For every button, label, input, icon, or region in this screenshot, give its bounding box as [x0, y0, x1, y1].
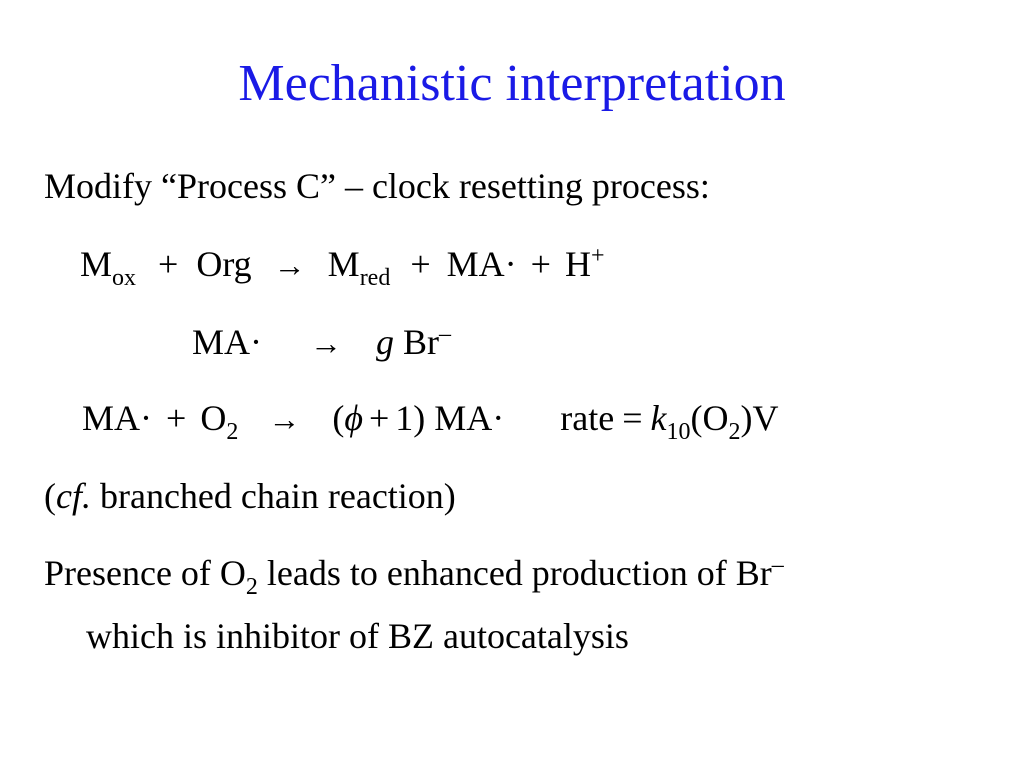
- rate-constant-k: k: [650, 398, 667, 438]
- plus-sign: +: [530, 244, 551, 284]
- reaction-2-coefficient-g: g: [376, 322, 394, 362]
- rate-constant-sub-10: 10: [666, 419, 691, 445]
- reaction-2-reactant-ma: MA·: [192, 322, 262, 362]
- conclusion-sup-minus: –: [771, 552, 784, 578]
- conclusion-part-1: Presence of O: [44, 553, 246, 593]
- reaction-arrow-icon: →: [268, 401, 301, 437]
- conclusion-line-1: Presence of O2 leads to enhanced product…: [44, 552, 784, 599]
- plus-sign: +: [166, 398, 187, 438]
- note-text: (cf. branched chain reaction): [44, 478, 456, 514]
- reaction-3-phi: ϕ: [344, 398, 363, 438]
- reaction-1-product-m: M: [327, 244, 360, 284]
- note-open-paren: (: [44, 476, 56, 516]
- plus-sign: +: [158, 244, 179, 284]
- note-rest: branched chain reaction): [90, 476, 456, 516]
- reaction-1-sup-plus: +: [590, 243, 605, 269]
- reaction-1: Mox+Org→Mred+MA·+H+: [80, 243, 605, 290]
- rate-label: rate: [560, 398, 615, 438]
- reaction-2-product-br: Br: [403, 322, 439, 362]
- reaction-1-product-ma: MA·: [446, 244, 517, 284]
- reaction-1-product-h: H: [564, 244, 591, 284]
- reaction-1-sub-red: red: [359, 265, 391, 291]
- plus-sign: +: [368, 398, 390, 438]
- note-cf: cf.: [56, 476, 91, 516]
- reaction-arrow-icon: →: [273, 247, 306, 283]
- conclusion-sub-2: 2: [245, 574, 258, 600]
- conclusion-part-2: leads to enhanced production of Br: [257, 553, 772, 593]
- reaction-3-reactant-ma: MA·: [82, 398, 152, 438]
- reaction-1-sub-ox: ox: [112, 265, 137, 291]
- reaction-2-sup-minus: –: [439, 321, 451, 347]
- reaction-arrow-icon: →: [310, 325, 342, 361]
- reaction-1-reactant-org: Org: [196, 244, 252, 284]
- reaction-3-reactant-o: O: [200, 398, 227, 438]
- rate-o2-sub: 2: [728, 419, 741, 445]
- rate-v: )V: [740, 398, 779, 438]
- reaction-3-sub-2: 2: [226, 419, 239, 445]
- reaction-3-open-paren: (: [332, 398, 345, 438]
- rate-o2: (O: [690, 398, 729, 438]
- reaction-1-reactant-m: M: [80, 244, 113, 284]
- intro-text: Modify “Process C” – clock resetting pro…: [44, 166, 710, 206]
- slide-title: Mechanistic interpretation: [238, 55, 786, 112]
- reaction-3-product: 1) MA·: [395, 398, 505, 438]
- plus-sign: +: [410, 244, 431, 284]
- reaction-3: MA·+O2→(ϕ+1) MA·rate=k10(O2)V: [82, 398, 779, 444]
- reaction-2: MA· → g Br–: [192, 321, 451, 362]
- equals-sign: =: [622, 398, 643, 438]
- conclusion-line-2: which is inhibitor of BZ autocatalysis: [86, 616, 629, 656]
